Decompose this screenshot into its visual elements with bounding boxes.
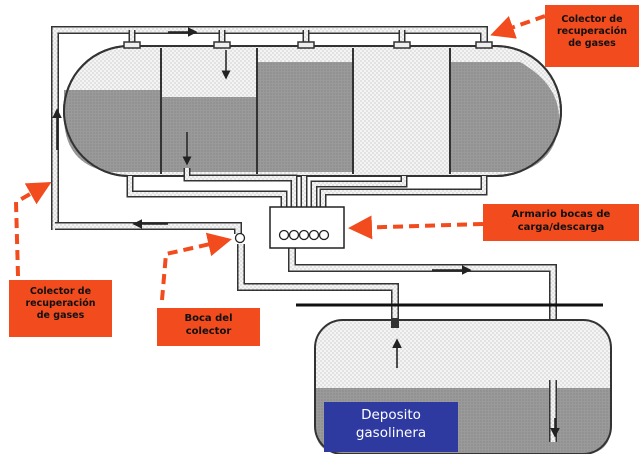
callout-arrows: [13, 14, 546, 301]
callout-collector-port: Boca del colector: [157, 308, 260, 346]
callout-collector-top: Colector de recuperación de gases: [545, 5, 639, 67]
callout-collector-left: Colector de recuperación de gases: [9, 280, 112, 337]
callout-cabinet: Armario bocas de carga/descarga: [483, 204, 639, 241]
collector-port: [234, 232, 246, 244]
loading-cabinet: [269, 206, 345, 249]
flow-arrows: [52, 27, 560, 438]
tanker-tank: [63, 41, 562, 177]
station-tank-label: Deposito gasolinera: [324, 402, 458, 452]
